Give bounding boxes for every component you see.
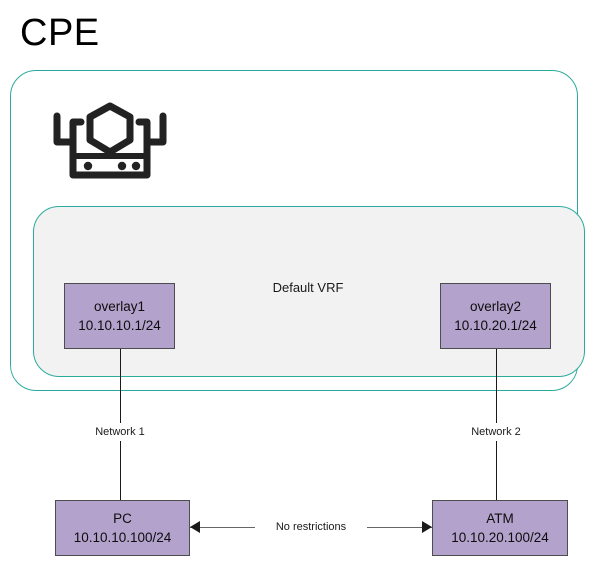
node-overlay2-name: overlay2	[469, 299, 522, 314]
node-atm[interactable]: ATM 10.10.20.100/24	[432, 500, 568, 556]
node-atm-address: 10.10.20.100/24	[451, 530, 549, 545]
default-vrf-label: Default VRF	[272, 280, 344, 295]
link-label-no-restrictions: No restrictions	[255, 521, 367, 534]
link-label-network2: Network 2	[456, 425, 536, 439]
node-atm-name: ATM	[486, 511, 514, 526]
router-security-gateway-icon	[50, 100, 170, 182]
link-network2-lower	[496, 441, 497, 500]
arrow-left-icon	[190, 521, 200, 533]
node-overlay1-name: overlay1	[93, 299, 146, 314]
link-network1-upper	[120, 349, 121, 423]
link-network1-lower	[120, 441, 121, 500]
page-title: CPE	[20, 12, 100, 54]
link-label-network1: Network 1	[80, 425, 160, 439]
node-overlay1-address: 10.10.10.1/24	[78, 318, 161, 333]
node-overlay2[interactable]: overlay2 10.10.20.1/24	[440, 283, 551, 349]
node-pc-address: 10.10.10.100/24	[73, 530, 172, 545]
node-pc-name: PC	[113, 511, 132, 526]
node-pc[interactable]: PC 10.10.10.100/24	[55, 500, 190, 556]
node-overlay1[interactable]: overlay1 10.10.10.1/24	[64, 283, 175, 349]
node-overlay2-address: 10.10.20.1/24	[454, 318, 537, 333]
arrow-right-icon	[422, 521, 432, 533]
link-network2-upper	[496, 349, 497, 423]
